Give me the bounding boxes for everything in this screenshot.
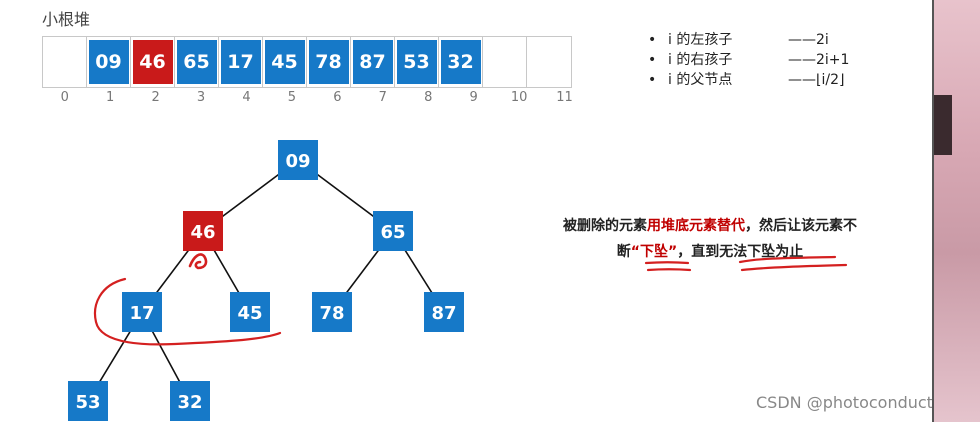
- rule-row: • i 的父节点 ——⌊i/2⌋: [648, 70, 849, 90]
- handwritten-arrow-mark: [188, 253, 208, 270]
- watermark: CSDN @photoconductor: [756, 393, 950, 412]
- array-cell: 53: [395, 37, 439, 87]
- array-cell: 87: [351, 37, 395, 87]
- rule-label: i 的右孩子: [668, 52, 733, 68]
- array-index-label: 6: [333, 90, 342, 105]
- array-index-label: 10: [510, 90, 528, 105]
- tree-node-label: 09: [285, 151, 310, 172]
- array-index-label: 1: [106, 90, 115, 105]
- tree-node-label: 78: [319, 303, 344, 324]
- array-index-label: 7: [378, 90, 387, 105]
- tree-node: 78: [312, 292, 352, 332]
- tree-node-box: [424, 292, 464, 332]
- tree-node-label: 65: [380, 222, 405, 243]
- tree-node: 09: [278, 140, 318, 180]
- tree-node-box: [278, 140, 318, 180]
- array-value: 32: [440, 40, 481, 84]
- tree-node-box: [122, 292, 162, 332]
- description-text: 被删除的元素用堆底元素替代，然后让该元素不断“下坠”，直到无法下坠为止: [560, 213, 860, 265]
- tree-node: 45: [230, 292, 270, 332]
- tree-node-box: [230, 292, 270, 332]
- array-index-label: 9: [469, 90, 478, 105]
- array-indices: 0 1 2 3 4 5 6 7 8 9 10 11: [42, 90, 587, 105]
- tree-node-box: [183, 211, 223, 251]
- desc-part-1: 被删除的元素: [563, 218, 647, 234]
- tree-node-label: 17: [129, 303, 154, 324]
- array-value: 65: [176, 40, 217, 84]
- array-value: 09: [88, 40, 129, 84]
- tree-node: 32: [170, 381, 210, 421]
- tree-node-label: 53: [75, 392, 100, 413]
- array-index-label: 0: [60, 90, 69, 105]
- rule-bullet: •: [648, 52, 657, 68]
- handwritten-underline-mark: [646, 268, 692, 272]
- tree-node: 53: [68, 381, 108, 421]
- side-dark-patch: [934, 95, 952, 155]
- rule-row: • i 的左孩子 ——2i: [648, 30, 849, 50]
- handwritten-underline-mark: [738, 255, 837, 264]
- array-cell: 78: [307, 37, 351, 87]
- rule-bullet: •: [648, 32, 657, 48]
- array-cell: 09: [87, 37, 131, 87]
- tree-node: 46: [183, 211, 223, 251]
- desc-part-5: ，直到无法下坠为止: [677, 244, 804, 260]
- handwritten-underline-mark: [740, 263, 848, 272]
- tree-node-box: [68, 381, 108, 421]
- array-cell: 45: [263, 37, 307, 87]
- rule-label: i 的父节点: [668, 72, 733, 88]
- array-value: 53: [396, 40, 437, 84]
- tree-node-label: 32: [177, 392, 202, 413]
- tree-node-box: [312, 292, 352, 332]
- array-cell: [527, 37, 571, 87]
- tree-node-label: 87: [431, 303, 456, 324]
- array-index-label: 8: [424, 90, 433, 105]
- array-value: 46: [132, 40, 173, 84]
- array-cell: 65: [175, 37, 219, 87]
- tree-node-box: [373, 211, 413, 251]
- array-cell: [43, 37, 87, 87]
- array-index-label: 2: [151, 90, 160, 105]
- array-cell: 46: [131, 37, 175, 87]
- page-title: 小根堆: [42, 10, 91, 29]
- handwritten-swap-loop-mark: [94, 277, 282, 346]
- desc-part-2: 用堆底元素替代: [647, 218, 745, 234]
- rule-bullet: •: [648, 72, 657, 88]
- desc-part-3: ，然后让该元素不断: [616, 218, 857, 260]
- rule-row: • i 的右孩子 ——2i+1: [648, 50, 849, 70]
- index-rules: • i 的左孩子 ——2i • i 的右孩子 ——2i+1 • i 的父节点 ——⌊i/2⌋: [648, 30, 849, 90]
- array-index-label: 11: [556, 90, 573, 105]
- tree-node: 87: [424, 292, 464, 332]
- array-cell: [483, 37, 527, 87]
- array-index-label: 4: [242, 90, 251, 105]
- tree-node-box: [170, 381, 210, 421]
- rule-value: ——2i: [788, 32, 829, 48]
- rule-value: ——⌊i/2⌋: [788, 72, 845, 88]
- rule-label: i 的左孩子: [668, 32, 733, 48]
- array-cell: 32: [439, 37, 483, 87]
- array-value: 17: [220, 40, 261, 84]
- array-value: 78: [308, 40, 349, 84]
- rule-value: ——2i+1: [788, 52, 850, 68]
- array-value: 45: [264, 40, 305, 84]
- desc-part-4: “下坠”: [630, 244, 678, 260]
- handwritten-underline-mark: [644, 261, 690, 265]
- tree-node-label: 46: [190, 222, 215, 243]
- tree-node: 17: [122, 292, 162, 332]
- array-index-label: 5: [287, 90, 297, 105]
- tree-node-label: 45: [237, 303, 262, 324]
- array-value: 87: [352, 40, 393, 84]
- array-cell: 17: [219, 37, 263, 87]
- array-index-label: 3: [196, 90, 206, 105]
- tree-node: 65: [373, 211, 413, 251]
- side-wallpaper-strip: [932, 0, 980, 422]
